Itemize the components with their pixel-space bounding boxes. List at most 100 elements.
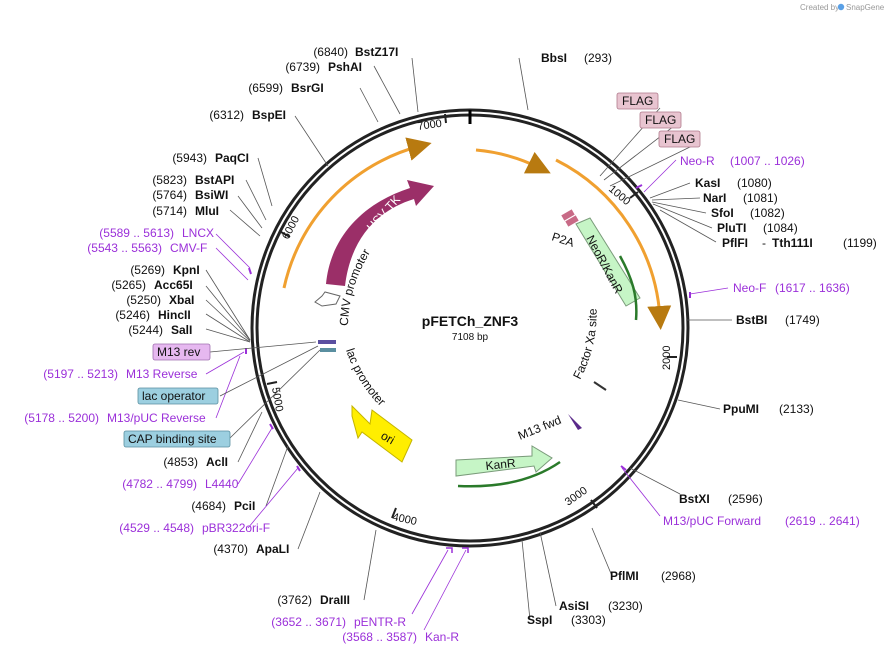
enzyme-pos-pcii: (4684) bbox=[191, 499, 226, 513]
enzyme-name-pflfi: PflFI bbox=[722, 236, 748, 250]
enzyme-name-bstz17i: BstZ17I bbox=[355, 45, 398, 59]
lac-operator-box[interactable]: lac operator bbox=[137, 387, 219, 405]
cmv-promoter-feature[interactable] bbox=[314, 291, 341, 307]
enzyme-name-pcii: PciI bbox=[234, 499, 255, 513]
lac-promoter-label: lac promoter bbox=[343, 347, 388, 409]
primer-name-neo-r: Neo-R bbox=[680, 154, 715, 168]
kanr-feature[interactable] bbox=[455, 445, 553, 477]
credit-prefix: Created by bbox=[800, 3, 839, 12]
enzyme-pos-draiii: (3762) bbox=[277, 593, 312, 607]
plasmid-name: pFETCh_ZNF3 bbox=[422, 313, 519, 329]
enzyme-name-ppumi: PpuMI bbox=[723, 402, 759, 416]
enzyme-name-acli: AclI bbox=[206, 455, 228, 469]
credit-brand: SnapGene bbox=[846, 3, 885, 12]
enzyme-pos-pflmi: (2968) bbox=[661, 569, 696, 583]
lac-operator-label: lac operator bbox=[142, 389, 205, 403]
primer-name-neo-f: Neo-F bbox=[733, 281, 766, 295]
flag-label-2: FLAG bbox=[645, 113, 676, 127]
ori-feature[interactable] bbox=[351, 404, 413, 463]
lac-operator-mark bbox=[318, 340, 336, 344]
kanr-label: KanR bbox=[485, 456, 517, 473]
p2a-marks bbox=[561, 209, 579, 227]
enzyme-name-bspei: BspEI bbox=[252, 108, 286, 122]
primer-name-cmv-f: CMV-F bbox=[170, 241, 207, 255]
enzyme-name-xbai: XbaI bbox=[169, 293, 194, 307]
enzyme-name-bstxi: BstXI bbox=[679, 492, 710, 506]
hsv-tk-feature[interactable] bbox=[326, 180, 434, 286]
enzyme-name-bstbi: BstBI bbox=[736, 313, 767, 327]
enzyme-name-bstapi: BstAPI bbox=[195, 173, 234, 187]
primer-leader-lines bbox=[205, 159, 729, 631]
p2a-label: P2A bbox=[550, 230, 576, 250]
enzyme-name-hincii: HincII bbox=[158, 308, 191, 322]
primer-range-neo-r: (1007 .. 1026) bbox=[730, 154, 805, 168]
primer-range-lncx: (5589 .. 5613) bbox=[99, 226, 174, 240]
orf-arc-right bbox=[555, 158, 672, 330]
enzyme-pos-asisi: (3230) bbox=[608, 599, 643, 613]
orf-arc-top bbox=[475, 148, 551, 174]
enzyme-pos-hincii: (5246) bbox=[115, 308, 150, 322]
enzyme-pos-kasi: (1080) bbox=[737, 176, 772, 190]
enzyme-name-apali: ApaLI bbox=[256, 542, 289, 556]
primer-name-pbr322ori-f: pBR322ori-F bbox=[202, 521, 270, 535]
flag-box-3[interactable]: FLAG bbox=[658, 130, 701, 148]
plasmid-size: 7108 bp bbox=[452, 332, 489, 343]
primer-range-m13-puc-reverse: (5178 .. 5200) bbox=[24, 411, 99, 425]
primer-range-pbr322ori-f: (4529 .. 4548) bbox=[119, 521, 194, 535]
tick-label-2000: 2000 bbox=[661, 346, 673, 370]
primer-range-pentr-r: (3652 .. 3671) bbox=[271, 615, 346, 629]
enzyme-pos-apali: (4370) bbox=[213, 542, 248, 556]
primer-range-l4440: (4782 .. 4799) bbox=[122, 477, 197, 491]
primer-name-l4440: L4440 bbox=[205, 477, 239, 491]
enzyme-name-nari: NarI bbox=[703, 191, 726, 205]
m13-fwd-mark bbox=[568, 414, 582, 430]
enzyme-name-bsiwi: BsiWI bbox=[195, 188, 228, 202]
primer-name-m13-puc-reverse: M13/pUC Reverse bbox=[107, 411, 206, 425]
m13-rev-box[interactable]: M13 rev bbox=[152, 343, 211, 361]
enzyme-pos-sfoi: (1082) bbox=[750, 206, 785, 220]
enzyme-name-bbsi: BbsI bbox=[541, 51, 567, 65]
tick-label-7000: 7000 bbox=[417, 118, 443, 133]
flag-box-1[interactable]: FLAG bbox=[616, 92, 659, 110]
enzyme-pos-bbsi: (293) bbox=[584, 51, 612, 65]
ori-label: ori bbox=[379, 428, 398, 447]
enzyme-name-acc65i: Acc65I bbox=[154, 278, 193, 292]
enzyme-name-sali: SalI bbox=[171, 323, 192, 337]
enzyme-pos-bstbi: (1749) bbox=[785, 313, 820, 327]
neor-orf-arc bbox=[618, 255, 638, 321]
snapgene-logo-icon bbox=[837, 3, 845, 11]
orf-arc-left bbox=[282, 137, 432, 289]
enzyme-name-pshai: PshAI bbox=[328, 60, 362, 74]
enzyme-name-sfoi: SfoI bbox=[711, 206, 734, 220]
enzyme-pos-bstapi: (5823) bbox=[152, 173, 187, 187]
cap-binding-site-label: CAP binding site bbox=[128, 432, 217, 446]
enzyme-name-kasi: KasI bbox=[695, 176, 720, 190]
enzyme-pos-bstxi: (2596) bbox=[728, 492, 763, 506]
primer-name-kan-r: Kan-R bbox=[425, 630, 459, 644]
primer-name-pentr-r: pENTR-R bbox=[354, 615, 406, 629]
kanr-orf-arc bbox=[457, 460, 561, 488]
enzyme-pos-acli: (4853) bbox=[163, 455, 198, 469]
m13-fwd-label: M13 fwd bbox=[516, 413, 563, 443]
cap-binding-site-box[interactable]: CAP binding site bbox=[123, 430, 231, 448]
tick-marks bbox=[266, 113, 677, 519]
enzyme-pos-bspei: (6312) bbox=[209, 108, 244, 122]
cap-site-mark bbox=[320, 348, 336, 352]
primer-range-neo-f: (1617 .. 1636) bbox=[775, 281, 850, 295]
primer-range-m13-puc-forward: (2619 .. 2641) bbox=[785, 514, 860, 528]
enzyme-name-draiii: DraIII bbox=[320, 593, 350, 607]
enzyme-leader-lines bbox=[205, 57, 732, 621]
enzyme-pos-ppumi: (2133) bbox=[779, 402, 814, 416]
primer-marks bbox=[245, 184, 691, 553]
enzyme-pos-sspi: (3303) bbox=[571, 613, 606, 627]
enzyme-name-kpni: KpnI bbox=[173, 263, 200, 277]
primer-name-m13-reverse: M13 Reverse bbox=[126, 367, 198, 381]
enzyme-pos-bsrgi: (6599) bbox=[248, 81, 283, 95]
enzyme-pos-mlui: (5714) bbox=[152, 204, 187, 218]
neor-kanr-feature[interactable] bbox=[575, 217, 641, 307]
tick-label-3000: 3000 bbox=[563, 485, 590, 509]
tick-label-5000: 5000 bbox=[269, 386, 285, 412]
m13-rev-label: M13 rev bbox=[157, 345, 200, 359]
enzyme-separator: - bbox=[762, 236, 766, 250]
flag-box-2[interactable]: FLAG bbox=[639, 111, 682, 129]
